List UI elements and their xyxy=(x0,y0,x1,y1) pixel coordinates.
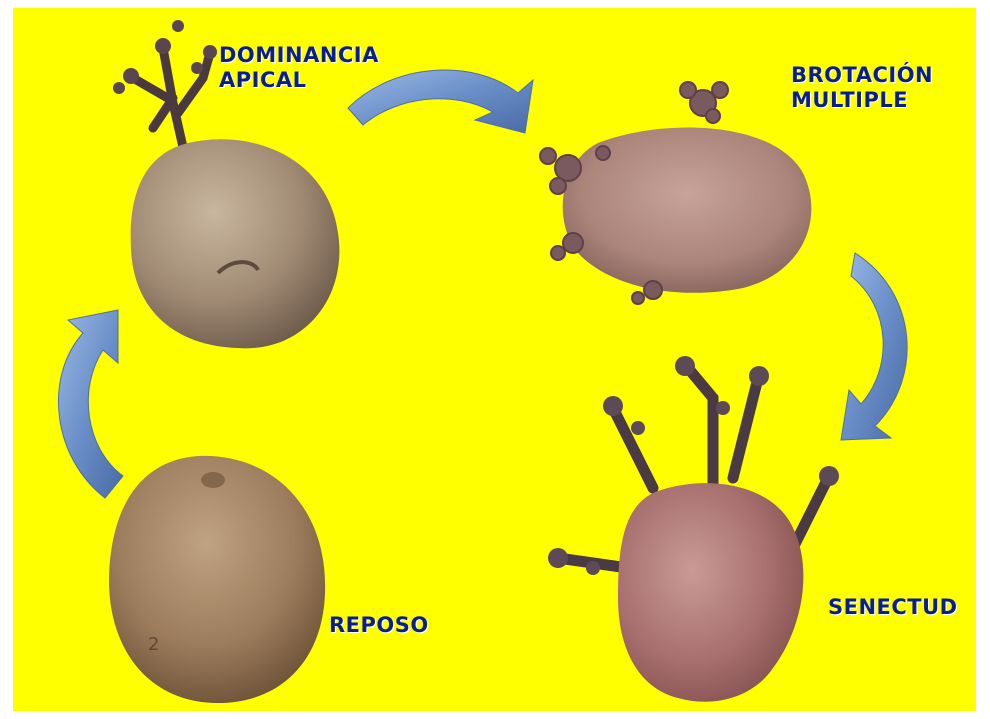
label-senectud-text: SENECTUD xyxy=(828,595,958,620)
label-multiple-line1: BROTACIÓN xyxy=(791,63,933,88)
potato-multiple-image xyxy=(540,82,811,304)
label-dominancia-apical: DOMINANCIA APICAL xyxy=(219,43,379,93)
svg-text:2: 2 xyxy=(148,634,159,655)
label-reposo-text: REPOSO xyxy=(329,613,429,638)
cycle-diagram: 2 DOMINANCIA APICAL BROTACIÓN MULT xyxy=(13,8,976,711)
potato-reposo-image: 2 xyxy=(109,456,325,703)
label-brotacion-multiple: BROTACIÓN MULTIPLE xyxy=(791,63,933,113)
label-multiple-line2: MULTIPLE xyxy=(791,88,933,113)
label-reposo: REPOSO xyxy=(329,613,429,638)
potato-senectud-image xyxy=(548,356,839,702)
label-apical-line2: APICAL xyxy=(219,68,379,93)
label-apical-line1: DOMINANCIA xyxy=(219,43,379,68)
label-senectud: SENECTUD xyxy=(828,595,958,620)
arrow-reposo-to-apical-icon xyxy=(58,310,123,498)
arrow-multiple-to-senectud-icon xyxy=(841,253,907,440)
